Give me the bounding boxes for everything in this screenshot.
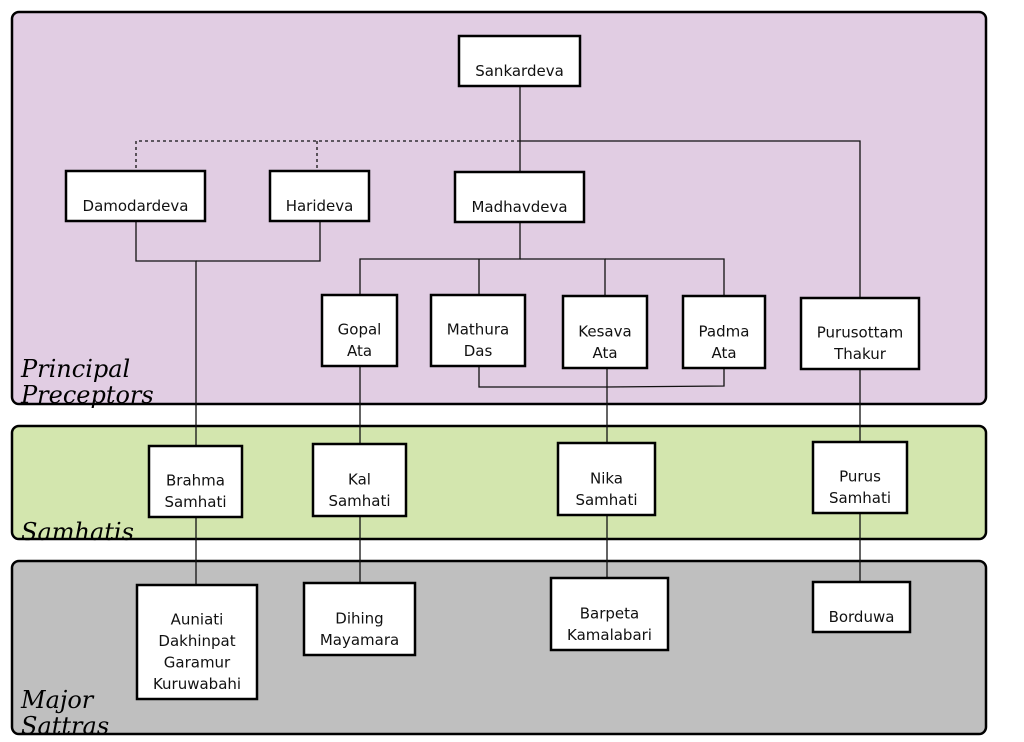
node-madhavdeva: Madhavdeva xyxy=(453,170,586,224)
node-label: Das xyxy=(464,342,493,360)
node-box xyxy=(64,169,207,223)
node-label: Kuruwabahi xyxy=(153,675,241,693)
node-box xyxy=(147,444,244,519)
node-label: Padma xyxy=(699,323,750,341)
edge-harideva-to-brahma xyxy=(196,221,321,262)
edge-padma-to-nika xyxy=(606,368,725,388)
node-borduwa: Borduwa xyxy=(811,580,912,634)
node-label: Thakur xyxy=(833,345,887,363)
node-label: Samhati xyxy=(575,491,637,509)
node-label: Kamalabari xyxy=(567,626,652,644)
node-box xyxy=(320,293,399,368)
node-label: Dakhinpat xyxy=(158,632,235,650)
edge-mathura-to-nika xyxy=(478,366,607,388)
band-label: Principal xyxy=(20,355,130,383)
node-label: Dihing xyxy=(335,610,383,628)
node-box xyxy=(549,576,670,652)
node-label: Mayamara xyxy=(320,631,399,649)
node-box xyxy=(135,583,259,701)
node-box xyxy=(561,294,649,370)
node-box xyxy=(681,294,767,370)
node-label: Ata xyxy=(347,342,372,360)
band-label: Sattras xyxy=(21,712,109,740)
band-label: Preceptors xyxy=(20,381,154,409)
node-label: Mathura xyxy=(447,321,509,339)
node-label: Purus xyxy=(839,468,881,486)
band-samhatis: Samhatis xyxy=(10,424,988,546)
node-box xyxy=(811,440,909,515)
node-box xyxy=(799,296,921,371)
node-label: Garamur xyxy=(164,654,231,672)
node-label: Brahma xyxy=(166,472,225,490)
node-label: Purusottam xyxy=(817,324,904,342)
node-label: Barpeta xyxy=(580,605,639,623)
band-label: Major xyxy=(20,686,95,714)
node-label: Kesava xyxy=(578,323,631,341)
node-sankardeva: Sankardeva xyxy=(457,34,582,88)
node-label: Damodardeva xyxy=(83,197,189,215)
node-label: Samhati xyxy=(328,492,390,510)
edge-sankardeva-to-damodardeva xyxy=(135,140,520,171)
edge-madhavdeva-to-padma xyxy=(605,258,725,296)
node-label: Borduwa xyxy=(829,608,895,626)
edge-madhavdeva-to-gopal xyxy=(359,222,521,295)
node-label: Ata xyxy=(592,344,617,362)
node-label: Madhavdeva xyxy=(471,198,567,216)
node-box xyxy=(457,34,582,88)
node-label: Samhati xyxy=(164,493,226,511)
node-label: Ata xyxy=(711,344,736,362)
edges-layer xyxy=(135,86,861,585)
node-box xyxy=(311,442,408,518)
node-label: Nika xyxy=(590,470,623,488)
node-harideva: Harideva xyxy=(268,169,371,223)
node-box xyxy=(302,581,417,657)
edge-sankardeva-to-purusottam xyxy=(520,140,861,298)
node-label: Gopal xyxy=(338,321,382,339)
node-box xyxy=(268,169,371,223)
node-box xyxy=(453,170,586,224)
node-label: Sankardeva xyxy=(475,62,564,80)
node-label: Samhati xyxy=(829,489,891,507)
band-label: Samhatis xyxy=(21,518,134,546)
node-box xyxy=(556,441,657,517)
node-label: Kal xyxy=(348,471,371,489)
edge-damodardeva-to-brahma xyxy=(135,221,197,446)
node-damodardeva: Damodardeva xyxy=(64,169,207,223)
node-box xyxy=(429,293,527,368)
node-label: Auniati xyxy=(171,611,224,629)
node-box xyxy=(811,580,912,634)
band-background xyxy=(10,424,988,541)
node-label: Harideva xyxy=(286,197,354,215)
